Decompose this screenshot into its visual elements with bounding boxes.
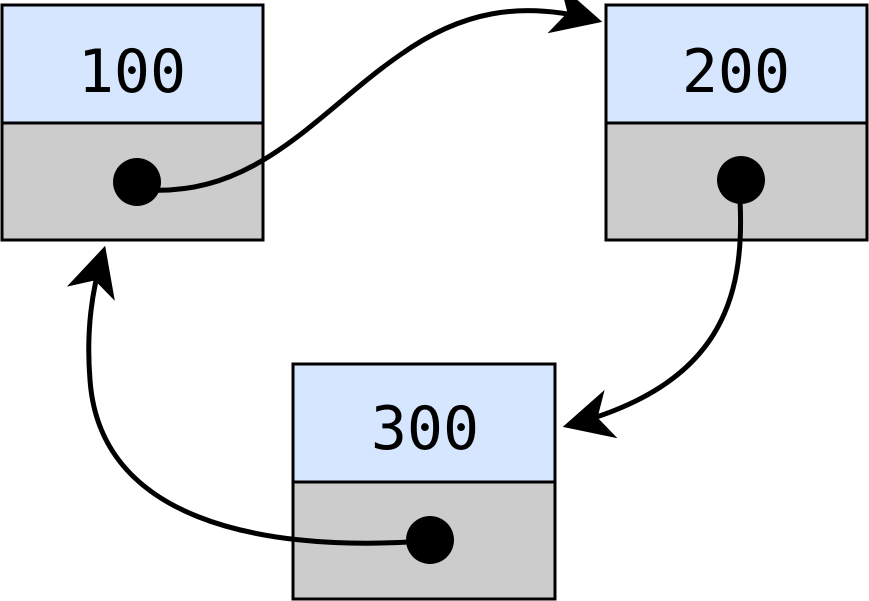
node-2-value: 200 — [682, 37, 790, 107]
node-3-pointer-dot — [406, 516, 454, 564]
node-1-value: 100 — [78, 37, 186, 107]
node-1-pointer-dot — [113, 158, 161, 206]
node-2-pointer-dot — [717, 156, 765, 204]
node-3-value: 300 — [371, 394, 479, 464]
node-2-value-cell — [604, 3, 869, 125]
node-1-value-cell — [0, 3, 265, 125]
arrow-node-2-to-node-3 — [562, 199, 744, 439]
arrow-node-1-to-node-2 — [149, 0, 603, 193]
node-3: 300 — [291, 362, 557, 601]
arrow-node-3-to-node-1 — [66, 245, 411, 546]
node-2: 200 — [604, 3, 869, 242]
node-1: 100 — [0, 3, 265, 242]
